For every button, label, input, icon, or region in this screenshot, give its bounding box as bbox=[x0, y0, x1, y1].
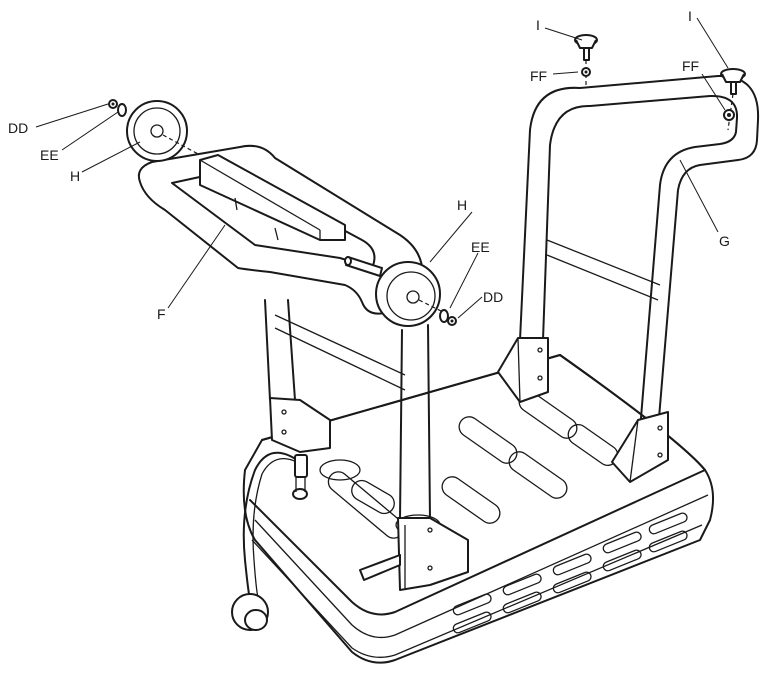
washer-left bbox=[582, 68, 590, 76]
label-g: G bbox=[719, 233, 730, 249]
label-ee-left: EE bbox=[40, 147, 59, 163]
label-i-left: I bbox=[536, 17, 540, 33]
label-ee-right: EE bbox=[471, 239, 490, 255]
label-ff-right: FF bbox=[682, 58, 699, 74]
label-dd-right: DD bbox=[483, 289, 503, 305]
label-i-right: I bbox=[688, 8, 692, 24]
label-dd-left: DD bbox=[8, 120, 28, 136]
nut-dd-left bbox=[109, 100, 117, 108]
label-f: F bbox=[157, 306, 166, 322]
washer-ee-right bbox=[440, 310, 448, 322]
washer-right bbox=[724, 110, 734, 120]
nut-dd-right bbox=[448, 317, 456, 325]
wheel-left bbox=[127, 101, 200, 161]
wheel-right bbox=[376, 262, 445, 326]
knob-right bbox=[721, 69, 745, 130]
label-h-right: H bbox=[457, 197, 467, 213]
knob-left bbox=[575, 35, 597, 88]
label-h-left: H bbox=[70, 168, 80, 184]
label-ff-left: FF bbox=[530, 68, 547, 84]
washer-ee-left bbox=[118, 104, 126, 116]
